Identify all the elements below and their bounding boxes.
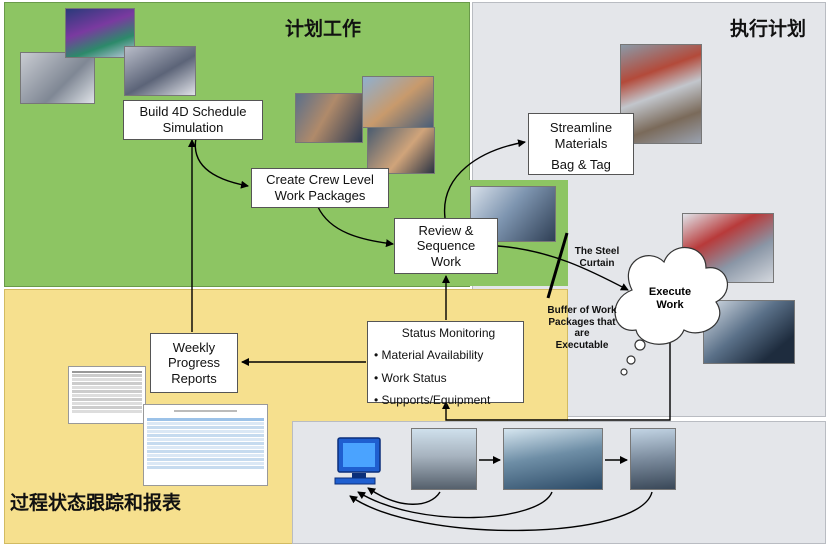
status-monitoring-box: Status Monitoring • Material Availabilit…	[367, 321, 524, 407]
execute-work-label: Execute Work	[648, 286, 692, 312]
steel-curtain-label: The Steel Curtain	[574, 246, 620, 269]
pipe-components-report-document	[143, 404, 268, 486]
site-delivery-photo	[630, 428, 676, 490]
streamline-materials-label: Streamline Materials	[549, 120, 613, 151]
plant-structure-photo	[703, 300, 795, 364]
status-item: • Work Status	[374, 370, 447, 385]
buffer-label: Buffer of Work Packages that are Executa…	[547, 305, 617, 351]
weekly-report-document	[68, 366, 146, 424]
status-item-label: Work Status	[381, 370, 447, 385]
status-item: • Supports/Equipment	[374, 393, 491, 408]
status-monitoring-title: Status Monitoring	[401, 326, 496, 340]
3d-model-image	[124, 46, 196, 96]
crew-photo	[295, 93, 363, 143]
tracking-reports-title: 过程状态跟踪和报表	[10, 492, 182, 514]
barge-photo	[503, 428, 603, 490]
3d-model-image	[20, 52, 95, 104]
review-sequence-box: Review & Sequence Work	[394, 218, 498, 274]
create-crew-packages-box: Create Crew Level Work Packages	[251, 168, 389, 208]
bag-and-tag-label: Bag & Tag	[551, 157, 611, 173]
build-4d-schedule-box: Build 4D Schedule Simulation	[123, 100, 263, 140]
crew-photo	[362, 76, 434, 128]
status-item-label: Supports/Equipment	[381, 393, 491, 408]
weekly-progress-reports-box: Weekly Progress Reports	[150, 333, 238, 393]
3d-model-image	[65, 8, 135, 58]
status-item-label: Material Availability	[381, 348, 484, 363]
streamline-materials-box: Streamline Materials Bag & Tag	[528, 113, 634, 175]
crew-photo	[367, 127, 435, 174]
fabrication-yard-photo	[411, 428, 477, 490]
execute-plan-title: 执行计划	[730, 18, 807, 40]
plan-work-title: 计划工作	[285, 18, 362, 40]
status-item: • Material Availability	[374, 348, 484, 363]
plant-piping-photo	[682, 213, 774, 283]
